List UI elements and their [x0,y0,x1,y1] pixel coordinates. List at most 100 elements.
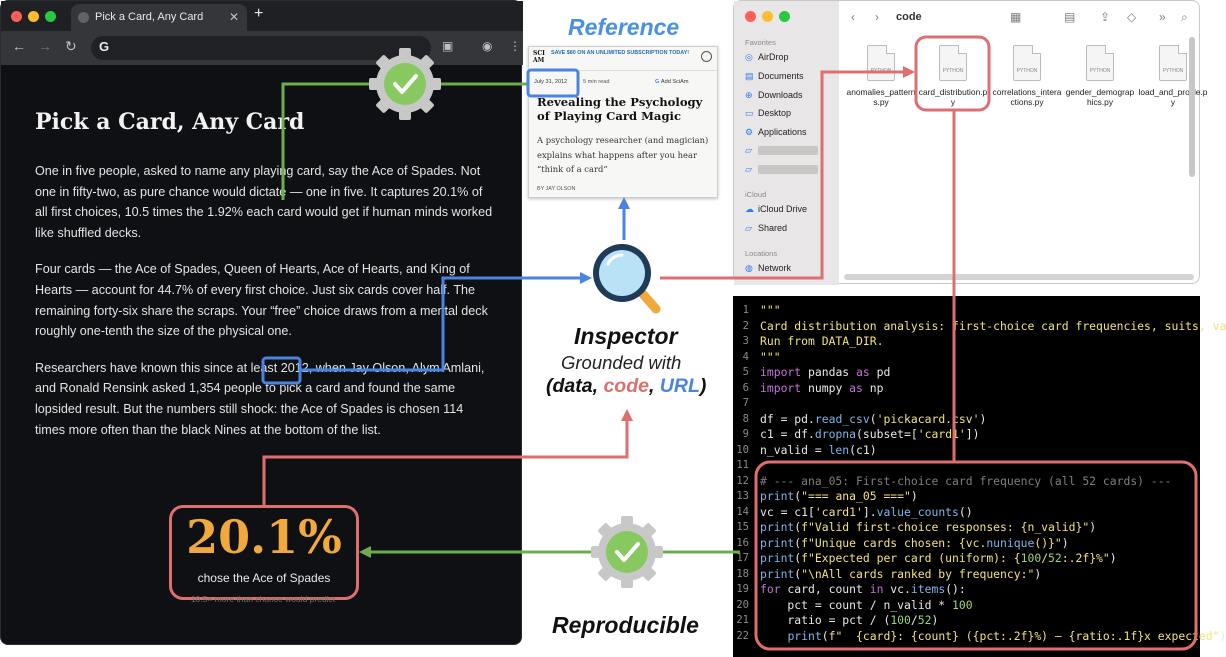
zoom-window-button[interactable] [779,11,790,22]
file-item[interactable]: PYTHON correlations_interactions.py [991,45,1063,125]
search-icon[interactable]: ⌕ [1181,10,1188,24]
desktop-icon: ▭ [745,108,754,118]
sidebar-item-downloads[interactable]: ⊕Downloads [745,90,803,100]
article-paragraph-1: One in five people, asked to name any pl… [35,164,493,240]
line-number: 10 [736,443,749,456]
line-number: 12 [736,474,749,487]
code-text: pct = count / n_valid * 100 [760,597,973,612]
url-source-label: URL [659,375,700,397]
stat-caption: chose the Ace of Spades [197,571,331,585]
grid-view-icon[interactable]: ▦ [1010,10,1022,24]
read-time: 5 min read [583,79,610,85]
menu-kebab-icon[interactable]: ⋮ [509,39,521,53]
line-number: 8 [742,412,749,425]
user-icon[interactable] [701,51,712,62]
code-text: print("=== ana_05 ===") [760,489,918,503]
back-arrow-icon[interactable]: ← [12,38,26,54]
article-paragraph-3: Researchers have known this since at lea… [35,360,485,437]
file-item-selected[interactable]: PYTHON card_distribution.py [917,45,989,125]
horizontal-scrollbar[interactable] [844,274,1194,280]
file-item[interactable]: PYTHON anomalies_patterns.py [845,45,917,125]
network-icon: ◍ [745,263,753,273]
cast-icon[interactable]: ▣ [442,39,454,53]
code-text: print(f" {card}: {count} ({pct:.2f}%) — … [787,628,1226,643]
line-number: 20 [736,598,749,611]
file-item[interactable]: PYTHON gender_demographics.py [1064,45,1136,125]
publish-date: July 31, 2012 [534,79,568,85]
add-sciam-button[interactable]: G Add SciAm [655,79,689,85]
minimize-window-button[interactable] [28,11,39,22]
header-divider [529,70,719,71]
back-chevron-icon[interactable]: ‹ [851,10,855,24]
profile-icon[interactable]: ◉ [482,39,493,53]
forward-chevron-icon[interactable]: › [875,10,879,24]
code-text: vc = c1['card1'].value_counts() [760,504,973,519]
sidebar-item-documents[interactable]: ▤Documents [745,71,804,81]
file-name: correlations_interactions.py [992,87,1062,107]
stat-value: 20.1% [186,510,342,564]
file-item[interactable]: PYTHON load_and_profile.py [1137,45,1209,125]
file-name: gender_demographics.py [1065,87,1135,107]
google-icon: G [99,39,110,54]
tab-active[interactable]: Pick a Card, Any Card ✕ [71,4,247,31]
finder-window: Favorites ◎AirDrop ▤Documents ⊕Downloads… [733,0,1207,285]
line-number: 19 [736,583,749,595]
reproducible-gear-icon [591,516,663,588]
share-icon[interactable]: ⇪ [1100,10,1111,24]
sidebar-item-shared[interactable]: ▱Shared [745,223,788,233]
reference-article-card: SCI AM SAVE $80 ON AN UNLIMITED SUBSCRIP… [528,46,719,198]
blue-up-arrowhead [618,197,630,209]
article-body: Pick a Card, Any Card One in five people… [35,109,495,456]
close-window-button[interactable] [11,11,22,22]
globe-icon [78,12,89,23]
sidebar-item-icloud-drive[interactable]: ☁iCloud Drive [745,204,808,214]
folder-icon: ▱ [745,145,752,155]
reference-dek: A psychology researcher (and magician) e… [537,135,709,175]
group-view-icon[interactable]: ▤ [1064,10,1076,24]
red-arrowhead-stat [621,409,633,421]
close-icon[interactable]: ✕ [228,10,239,24]
code-text: # --- ana_05: First-choice card frequenc… [760,473,1172,488]
code-text: for card, count in vc.items(): [760,582,966,596]
applications-icon: ⚙ [745,127,754,137]
new-tab-button[interactable]: + [254,5,264,22]
line-number: 9 [742,428,749,440]
stat-card: 20.1% chose the Ace of Spades [169,505,359,600]
sidebar-section-favorites: Favorites [745,38,776,47]
sidebar-item-redacted-1[interactable]: ▱ [745,145,818,156]
more-chevrons-icon[interactable]: » [1159,10,1166,24]
document-icon: ▤ [745,71,754,81]
add-sciam-label: Add SciAm [660,79,689,85]
code-text: """ [760,349,781,364]
google-icon: G [655,79,661,85]
python-file-icon: PYTHON [1159,45,1187,81]
python-file-icon: PYTHON [1013,45,1041,81]
code-text: df = pd.read_csv('pickacard.csv') [760,411,987,426]
code-text: import numpy as np [760,380,884,395]
code-text: Run from DATA_DIR. [760,334,884,348]
sidebar-item-applications[interactable]: ⚙Applications [745,127,807,137]
sidebar-section-icloud: iCloud [745,190,767,199]
reload-icon[interactable]: ↻ [65,38,77,54]
sidebar-item-airdrop[interactable]: ◎AirDrop [745,52,789,62]
sidebar-item-redacted-2[interactable]: ▱ [745,164,818,175]
address-bar[interactable]: G [91,36,431,60]
code-text: print(f"Valid first-choice responses: {n… [760,520,1097,534]
subscription-promo[interactable]: SAVE $80 ON AN UNLIMITED SUBSCRIPTION TO… [551,50,690,56]
vertical-scrollbar[interactable] [1189,37,1195,177]
close-window-button[interactable] [745,11,756,22]
sciam-logo: SCI AM [533,50,545,64]
forward-arrow-icon[interactable]: → [38,38,52,54]
line-number: 3 [742,335,749,347]
python-file-icon: PYTHON [939,45,967,81]
zoom-window-button[interactable] [45,11,56,22]
line-number: 13 [736,490,749,502]
line-number: 11 [736,459,749,471]
sidebar-item-desktop[interactable]: ▭Desktop [745,108,792,118]
tag-icon[interactable]: ◇ [1127,10,1137,24]
sidebar-item-network[interactable]: ◍Network [745,263,792,273]
line-number: 5 [742,366,749,378]
minimize-window-button[interactable] [762,11,773,22]
